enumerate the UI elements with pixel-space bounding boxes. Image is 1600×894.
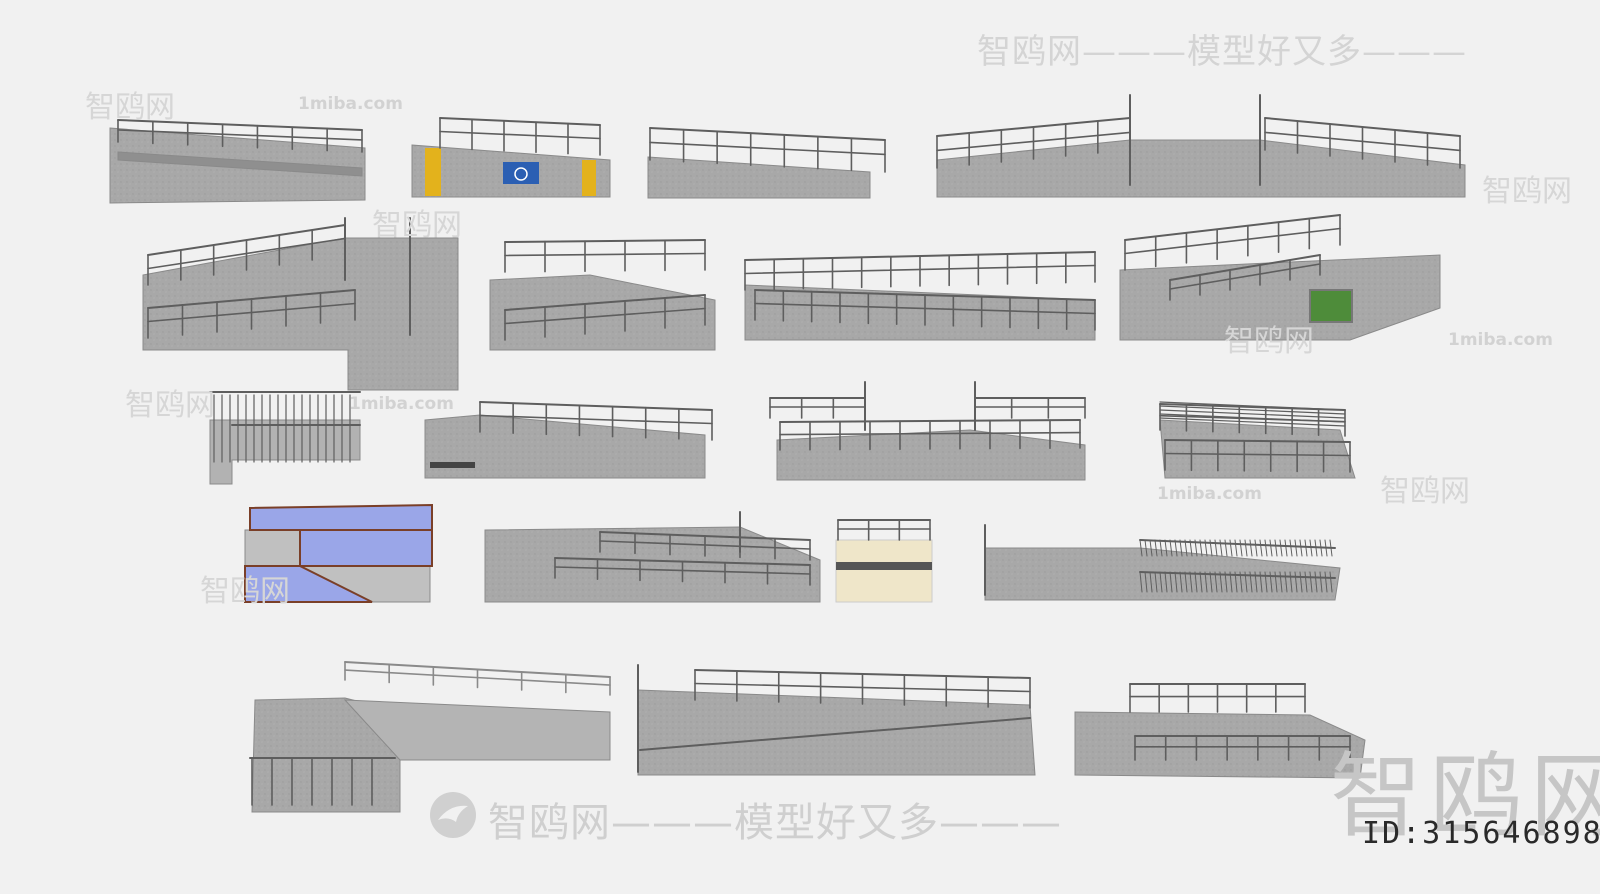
planter-box (1309, 289, 1353, 323)
watermark-site-url: 1miba.com (349, 394, 454, 414)
watermark-id-label: ID:315646898 (1362, 816, 1600, 851)
ramp-model-8 (1119, 214, 1441, 341)
watermark-side-mark: 智鸥网 (1224, 324, 1314, 359)
watermark-side-mark: 智鸥网 (200, 574, 290, 609)
ramp-model-14 (484, 511, 821, 603)
watermark-site-url: 1miba.com (1157, 484, 1262, 504)
watermark-site-url: 1miba.com (298, 94, 403, 114)
ramp-model-12 (1159, 401, 1356, 479)
ramp-model-18 (637, 664, 1036, 776)
ramp-model-5 (142, 217, 459, 391)
ramp-model-11 (769, 381, 1086, 481)
ramp-model-16 (984, 524, 1341, 601)
ramp-model-13 (244, 503, 433, 603)
ramp-model-4 (936, 94, 1466, 198)
ramp-model-19 (1074, 683, 1366, 779)
ramp-model-7 (744, 251, 1096, 341)
ramp-model-9 (209, 391, 361, 485)
ramp-model-6 (489, 239, 716, 351)
ramp-model-2 (411, 117, 611, 198)
ramp-model-15 (835, 519, 933, 603)
watermark-side-mark: 智鸥网 (1380, 474, 1470, 509)
watermark-side-mark: 智鸥网 (1482, 174, 1572, 209)
watermark-bottom-banner: 智鸥网———模型好又多——— (488, 800, 1062, 846)
ramp-model-3 (647, 127, 886, 199)
watermark-side-mark: 智鸥网 (125, 388, 215, 423)
watermark-bird-logo-icon (430, 792, 476, 838)
watermark-top-banner: 智鸥网———模型好又多——— (977, 32, 1467, 72)
watermark-site-url: 1miba.com (1448, 330, 1553, 350)
sand-wall-panel (835, 539, 933, 603)
watermark-side-mark: 智鸥网 (85, 90, 175, 125)
watermark-big-logo: 智鸥网 (1330, 743, 1600, 850)
ramp-model-17 (249, 661, 611, 813)
watermark-side-mark: 智鸥网 (372, 208, 462, 243)
ramp-model-1 (109, 119, 366, 204)
wheelchair-sign-icon (503, 162, 539, 184)
ramp-model-10 (424, 401, 713, 479)
